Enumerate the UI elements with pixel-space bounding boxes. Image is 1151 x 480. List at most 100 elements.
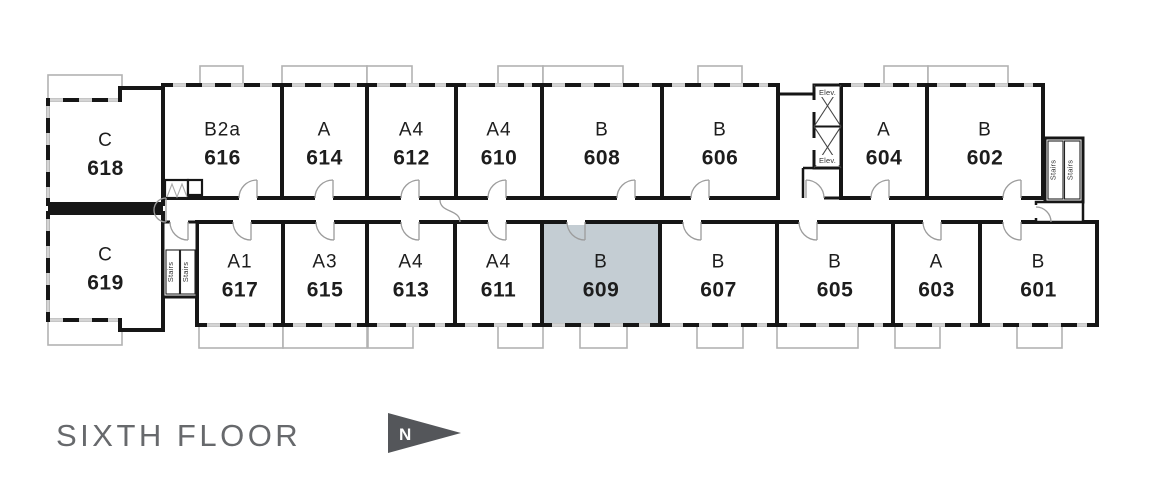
door-gap [316,219,334,225]
door-arc [566,221,586,241]
unit-608[interactable] [540,83,664,200]
balcony [579,323,628,349]
unit-605[interactable] [775,220,895,327]
door-gap [1003,195,1021,201]
unit-number-label: 610 [481,147,518,170]
unit-walls [453,220,544,327]
layer-windows [46,83,1087,327]
door-arc [487,179,507,199]
label-bg [815,155,840,165]
unit-type-label: B [594,252,608,273]
door-gap [401,195,419,201]
door-arc [1002,179,1022,199]
unit-number-label: 613 [393,279,430,302]
folding-door [166,182,188,199]
door-arc [798,221,818,241]
unit-number-label: 611 [481,279,516,302]
north-label: N [399,425,411,444]
balcony [894,323,941,349]
unit-611[interactable] [453,220,544,327]
unit-type-label: B [1032,252,1046,273]
unit-type-label: B [978,120,992,141]
unit-607[interactable] [658,220,779,327]
door-gap [170,219,188,225]
floor-title: SIXTH FLOOR [56,418,302,453]
unit-606[interactable] [660,83,780,200]
unit-type-label: B2a [204,120,241,141]
unit-number-label: 606 [702,147,739,170]
door-arc [690,179,710,199]
unit-walls [280,83,369,200]
unit-walls [540,220,662,327]
door-gap [567,219,585,225]
label-bg [815,87,840,97]
unit-type-label: C [98,245,113,266]
unit-type-label: A4 [398,252,423,273]
balcony [367,323,414,349]
balcony [776,323,859,349]
door-gap [488,195,506,201]
unit-602[interactable] [925,83,1045,200]
door-gap [617,195,635,201]
layer-units [46,83,1099,332]
door-gap [799,219,817,225]
door-arc [315,221,335,241]
door-arc [682,221,702,241]
stair-flight [1047,140,1064,200]
stairs-label: Stairs [1066,160,1075,180]
unit-number-label: 614 [306,147,343,170]
balcony [282,323,368,349]
door-arc [805,179,825,199]
unit-614[interactable] [280,83,369,200]
unit-number-label: 609 [583,279,620,302]
unit-613[interactable] [365,220,457,327]
layer-labels: C618B2a616A614A4612A4610B608B606A604B602… [87,120,1056,302]
door-gap [691,195,709,201]
door-gap [315,195,333,201]
elevator-shaft: Elev.Elev. [812,83,843,170]
unit-walls [775,220,895,327]
unit-type-label: A4 [399,120,424,141]
door-gap [239,195,257,201]
unit-603[interactable] [891,220,982,327]
door-arc [400,221,420,241]
unit-612[interactable] [365,83,458,200]
door-arc [616,179,636,199]
unit-617[interactable] [195,220,285,327]
layer-balconies [47,65,1063,349]
unit-walls [891,220,982,327]
door-gap [401,219,419,225]
north-arrow: N [388,413,461,453]
layer-doors [153,179,1052,241]
unit-601[interactable] [978,220,1099,327]
stair-landing [1034,200,1085,224]
unit-number-label: 617 [222,279,259,302]
door-arc [314,179,334,199]
unit-609[interactable] [540,220,662,327]
stairs-label: Stairs [181,262,190,282]
balcony [198,323,284,349]
unit-number-label: 615 [307,279,344,302]
unit-number-label: 603 [918,279,955,302]
unit-type-label: A4 [486,120,511,141]
balcony [497,323,544,349]
closet [186,178,204,197]
door-arc [153,197,167,223]
unit-type-label: B [595,120,609,141]
unit-walls [195,220,285,327]
elevator-door-gap [812,138,816,150]
corridor-wall [48,204,163,213]
door-gap [1003,219,1021,225]
unit-type-label: A [930,252,944,273]
balcony [47,74,123,101]
unit-type-label: A [318,120,332,141]
elevator-door-gap [812,100,816,112]
unit-type-label: A4 [486,252,511,273]
unit-walls [365,83,458,200]
door-gap [871,195,889,201]
unit-type-label: B [713,120,727,141]
